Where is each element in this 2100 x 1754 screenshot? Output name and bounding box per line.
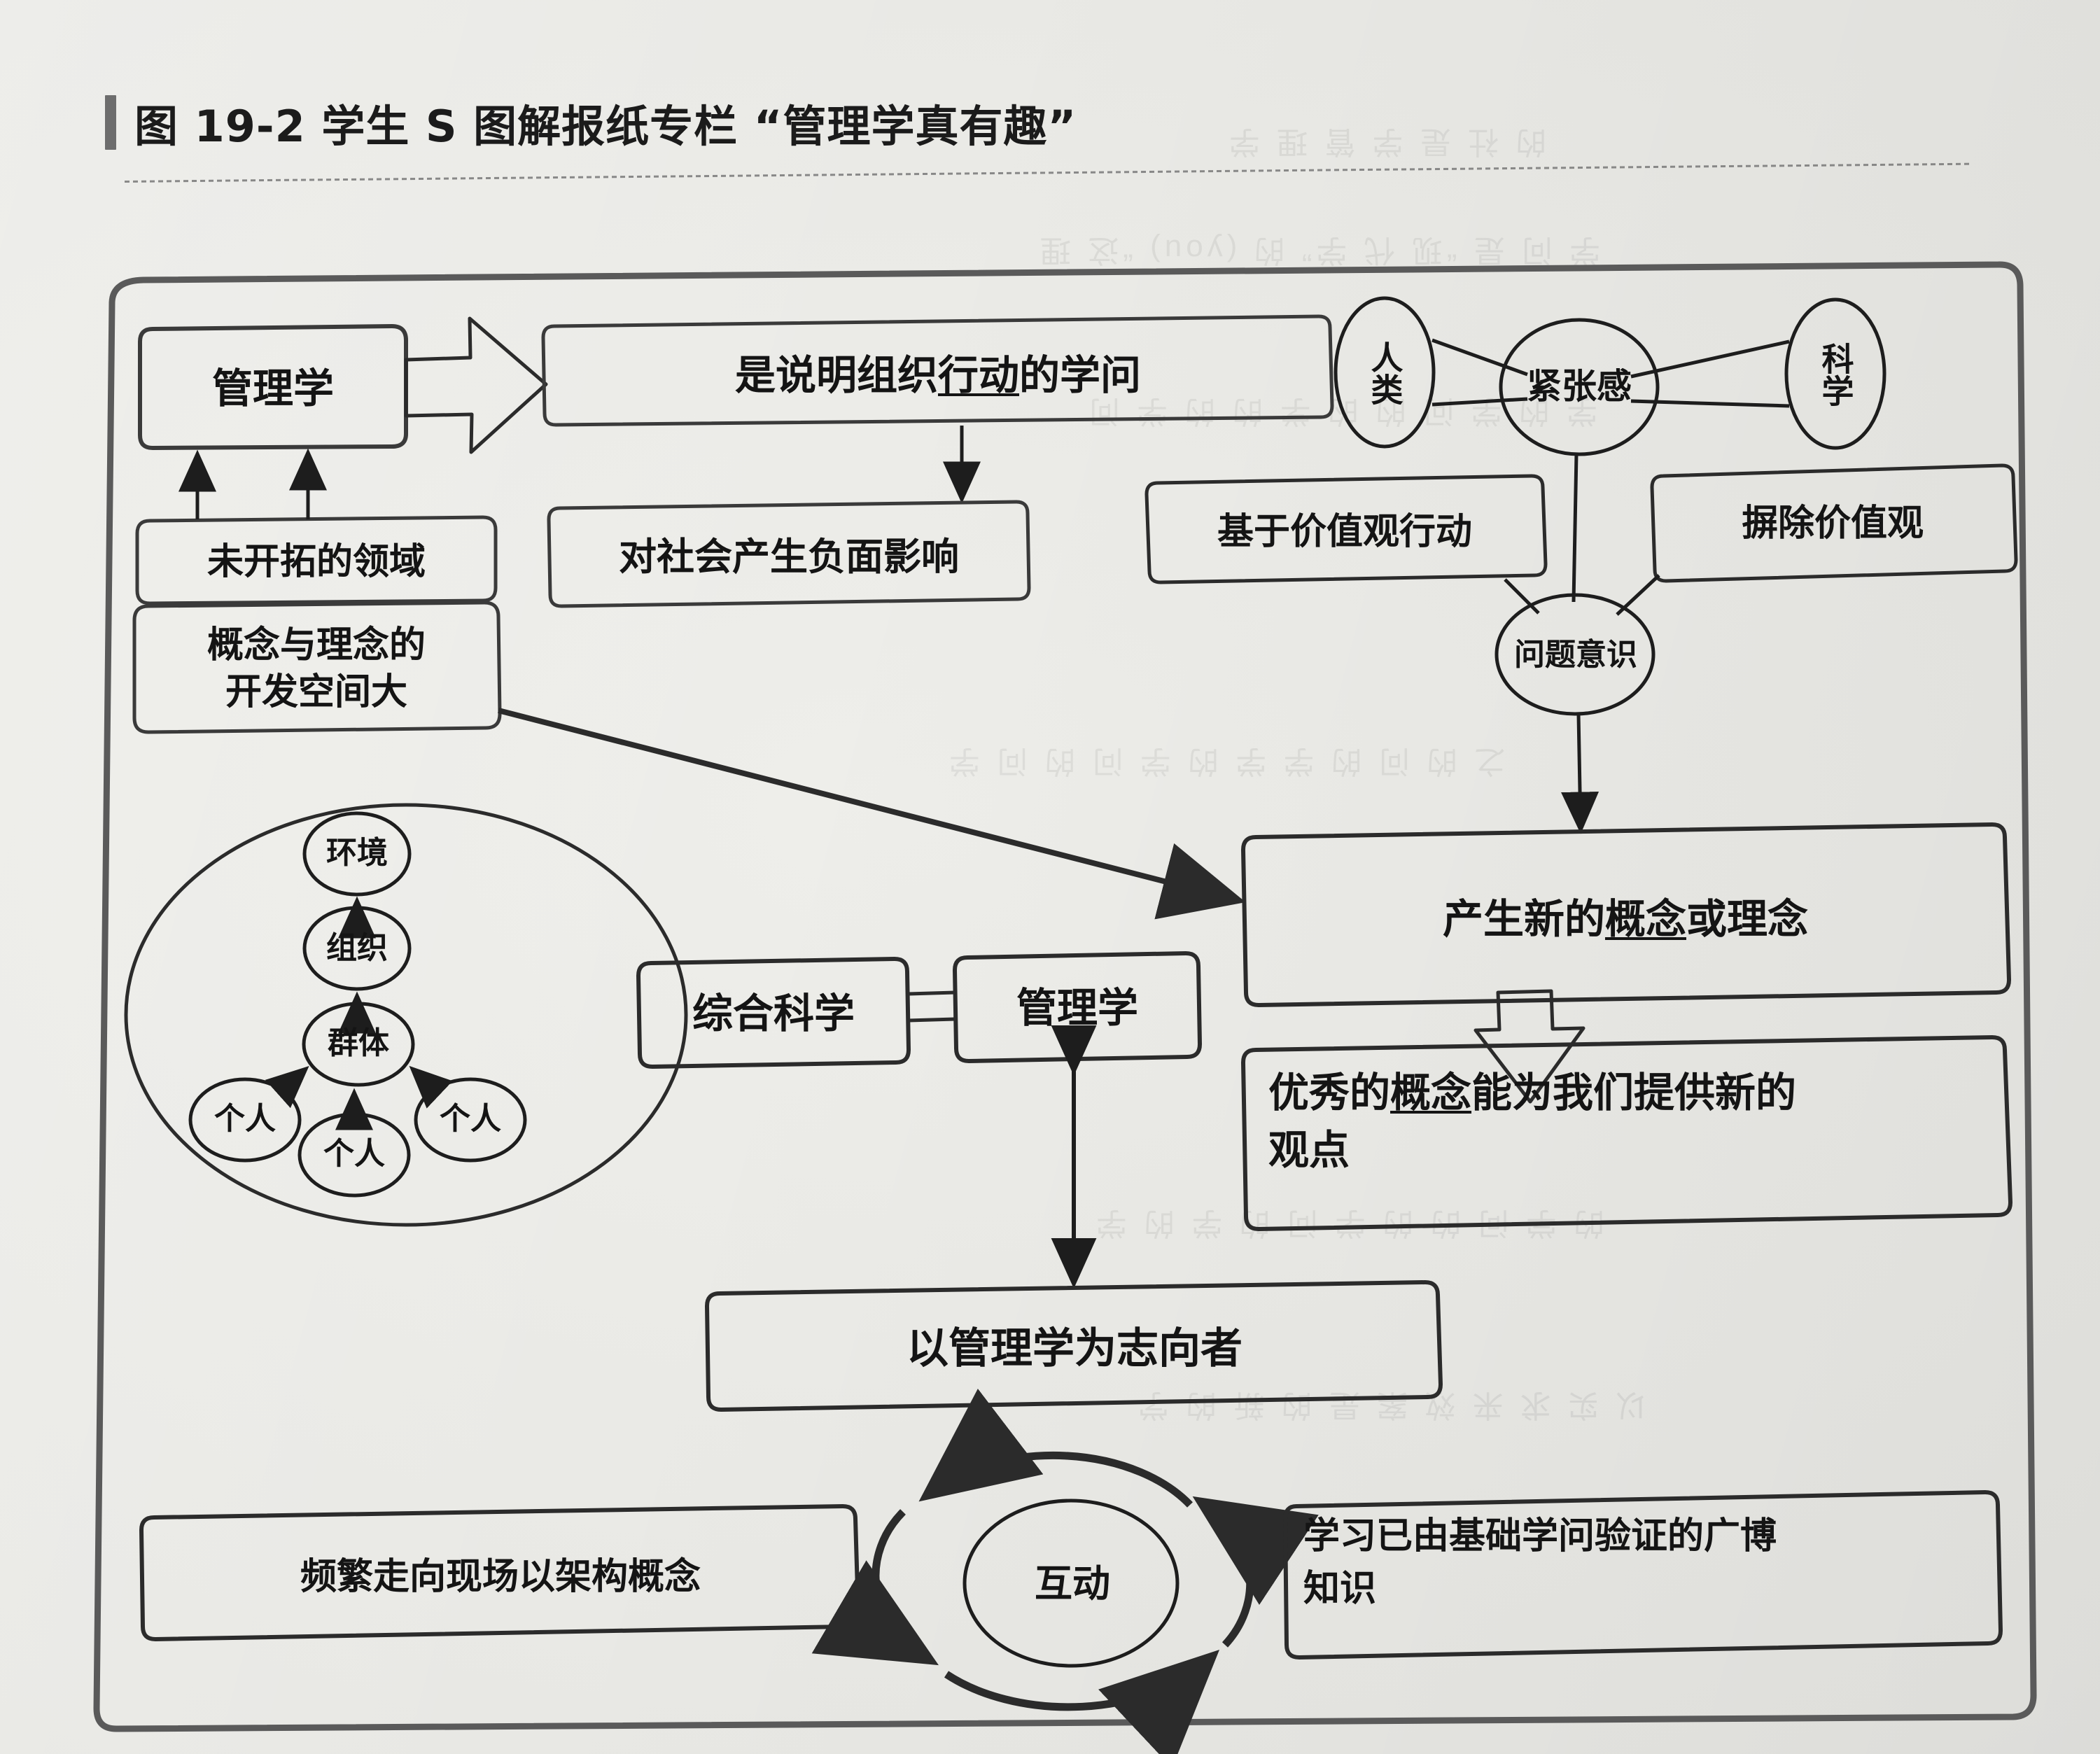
edge-jinzhanggan-to-wentiyishi <box>1572 453 1578 603</box>
edge-zonghe-guanlixue-line2 <box>908 1017 955 1023</box>
node-wentiyishi[interactable] <box>1494 593 1656 716</box>
caption-accent-bar <box>105 95 116 150</box>
node-pinfanzouxiang[interactable] <box>139 1503 861 1642</box>
edge-jiyujiazhiguan-to-wentiyishi <box>1504 578 1540 615</box>
node-geren-left[interactable] <box>188 1077 302 1163</box>
node-guanlixue-mid[interactable] <box>952 950 1203 1064</box>
node-huanjing[interactable] <box>302 811 412 897</box>
node-weikaituo[interactable] <box>135 515 498 605</box>
figure-caption: 图 19-2 学生 S 图解报纸专栏 “管理学真有趣” <box>105 91 1077 154</box>
node-zuzhi[interactable] <box>302 906 412 991</box>
node-jiyujiazhiguan[interactable] <box>1144 474 1548 584</box>
diagram-outer-frame <box>93 261 2037 1732</box>
cycle-arc-left <box>811 1509 939 1666</box>
edge-renlei-jinzhang-lower <box>1432 397 1528 407</box>
node-geren-right[interactable] <box>414 1077 527 1163</box>
edge-wentiyishi-to-chansheng <box>1561 713 1600 834</box>
node-hudong[interactable] <box>962 1499 1180 1668</box>
block-arrow-guanlixue-to-shuoming <box>404 316 548 454</box>
node-renlei[interactable] <box>1334 296 1436 449</box>
node-zhixiangzhe[interactable] <box>704 1279 1443 1412</box>
edge-zonghe-guanlixue-line1 <box>908 990 955 996</box>
edge-gainian-to-chanshengxingainian <box>498 708 1246 920</box>
edge-geren-right-to-quanti <box>409 1065 453 1109</box>
edge-geren-left-to-quanti <box>265 1065 309 1109</box>
node-kexue[interactable] <box>1784 297 1886 450</box>
node-youxiugainian[interactable] <box>1240 1034 2013 1232</box>
cycle-arc-right <box>1192 1496 1319 1648</box>
node-shuoming[interactable] <box>541 314 1334 427</box>
node-zonghekexue[interactable] <box>636 956 911 1069</box>
cycle-arc-bottom <box>944 1649 1220 1754</box>
node-xuexiyiyou[interactable] <box>1282 1489 2003 1660</box>
node-geren-center[interactable] <box>298 1112 411 1198</box>
node-fumianyingxiang[interactable] <box>547 500 1031 608</box>
node-guanlixue-top[interactable] <box>138 323 408 451</box>
node-bingchujiazhiguan[interactable] <box>1650 463 2018 583</box>
node-quanti[interactable] <box>302 1002 415 1087</box>
group-ellipse-organization <box>124 803 688 1227</box>
node-jinzhanggan[interactable] <box>1499 318 1660 456</box>
edge-kexue-jinzhang-upper <box>1630 339 1790 379</box>
caption-text: 图 19-2 学生 S 图解报纸专栏 “管理学真有趣” <box>134 101 1077 152</box>
edge-renlei-jinzhang-upper <box>1432 338 1528 377</box>
block-arrow-chansheng-to-youxiu <box>1474 989 1586 1104</box>
node-gainian-kongjian[interactable] <box>132 601 502 734</box>
node-chanshengxingainian[interactable] <box>1240 822 2012 1008</box>
cycle-arc-top <box>918 1389 1193 1508</box>
